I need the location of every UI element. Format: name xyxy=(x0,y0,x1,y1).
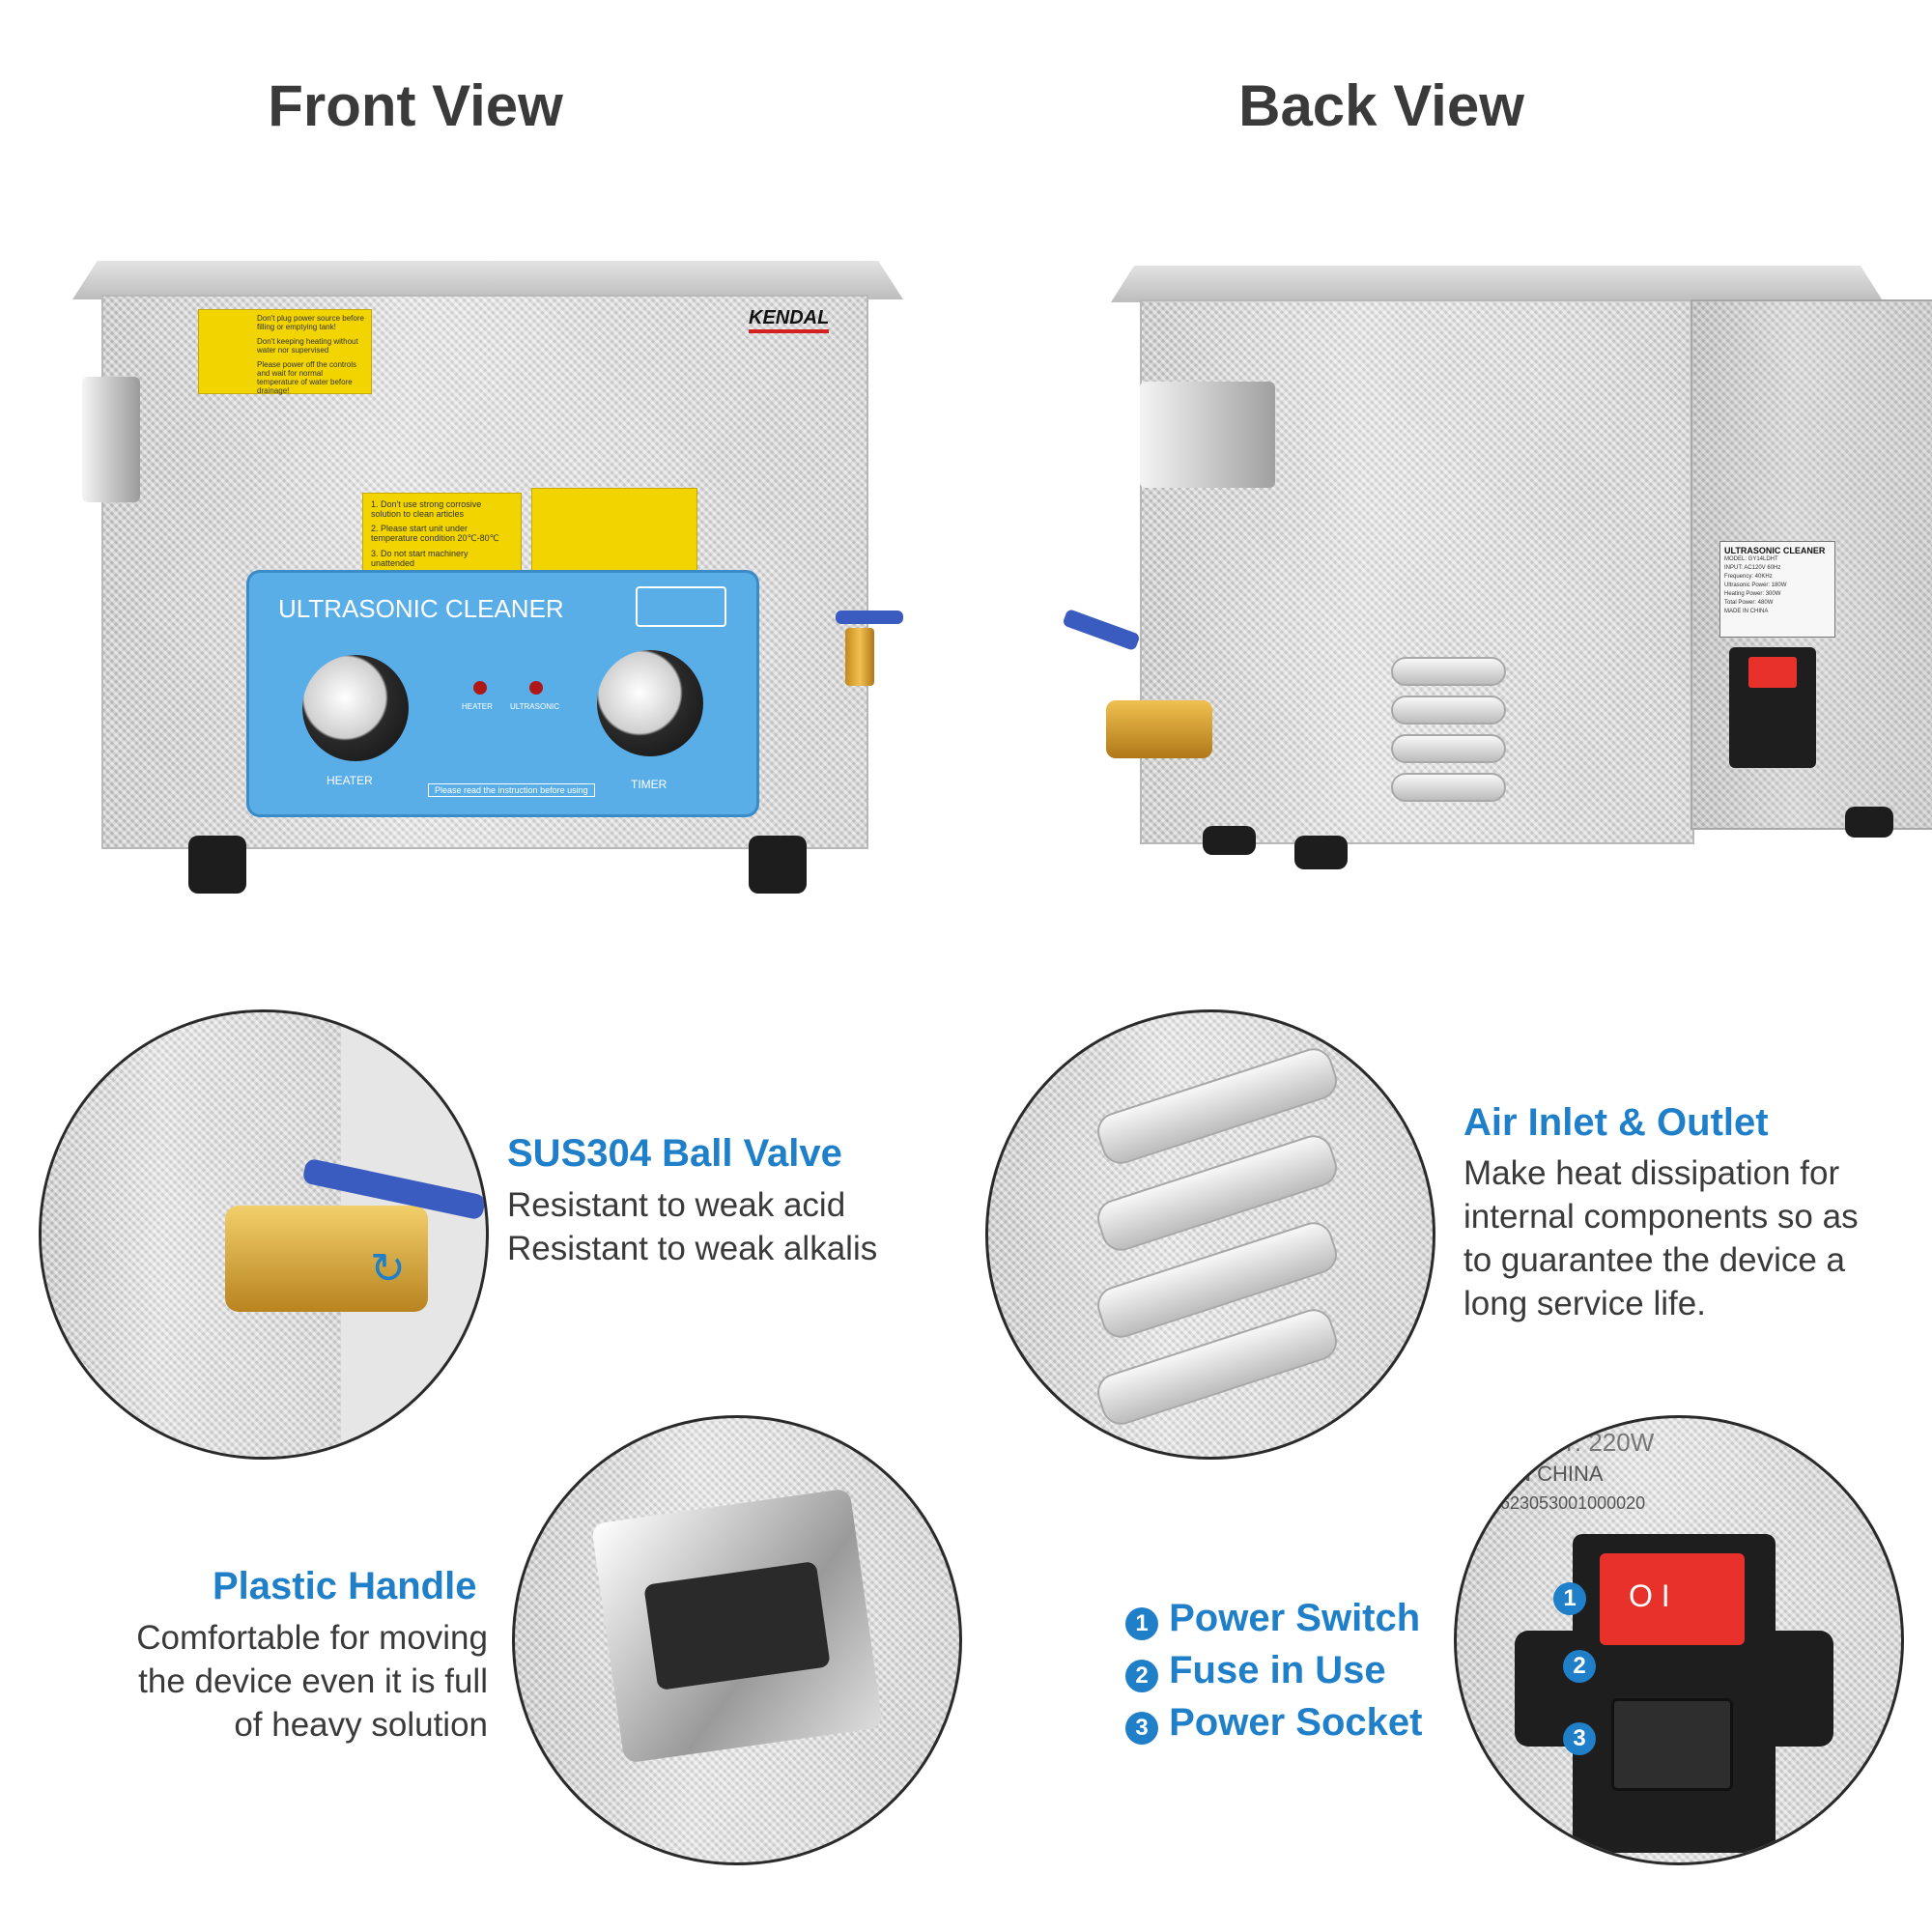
back-foot-right xyxy=(1845,807,1893,838)
timer-label: TIMER xyxy=(631,778,668,791)
warning-top-line-1: Don't plug power source before filling o… xyxy=(257,314,364,331)
back-device: ULTRASONIC CLEANER MODEL: GY14LDHT INPUT… xyxy=(1062,256,1932,913)
rating-line-1: MODEL: GY14LDHT xyxy=(1724,556,1778,562)
warning-left-line-1: 1. Don't use strong corrosive solution t… xyxy=(371,499,482,519)
closeup-text-1: wer: 220W xyxy=(1534,1428,1655,1457)
rating-line-3: Frequency: 40KHz xyxy=(1724,574,1773,580)
front-valve-lever[interactable] xyxy=(836,611,903,624)
front-device: KENDAL Don't plug power source before fi… xyxy=(72,251,903,908)
panel-title: ULTRASONIC CLEANER xyxy=(278,594,564,623)
air-feature-title: Air Inlet & Outlet xyxy=(1463,1101,1769,1144)
air-vent-closeup xyxy=(985,1009,1435,1460)
handle-closeup xyxy=(512,1415,962,1865)
warning-label-top: Don't plug power source before filling o… xyxy=(198,309,372,395)
warning-left-line-3: 3. Do not start machinery unattended xyxy=(371,549,469,568)
closeup-badge-1: 1 xyxy=(1553,1582,1586,1615)
control-panel: ULTRASONIC CLEANER HEATER HEATER ULTRASO… xyxy=(246,570,759,817)
rating-line-7: MADE IN CHINA xyxy=(1724,609,1769,614)
ultrasonic-led-label: ULTRASONIC xyxy=(510,702,559,711)
back-vent-2 xyxy=(1391,696,1506,724)
closeup-badge-3: 3 xyxy=(1563,1722,1596,1755)
timer-knob[interactable] xyxy=(597,650,703,756)
closeup-handle-grip xyxy=(643,1561,831,1690)
switch-symbols: O I xyxy=(1629,1578,1670,1613)
closeup-text-3: 1623053001000020 xyxy=(1491,1493,1646,1513)
back-foot-left xyxy=(1203,826,1256,855)
valve-feature-desc: Resistant to weak acid Resistant to weak… xyxy=(507,1186,878,1267)
power-socket-label: Power Socket xyxy=(1169,1701,1423,1744)
closeup-text-2: IN CHINA xyxy=(1510,1462,1604,1486)
rating-line-2: INPUT: AC120V 60Hz xyxy=(1724,565,1781,571)
rating-line-5: Heating Power: 300W xyxy=(1724,591,1781,597)
back-view-title: Back View xyxy=(1238,73,1524,138)
power-list-item-3: 3 Power Socket xyxy=(1125,1696,1422,1748)
warning-label-right xyxy=(531,488,697,582)
warning-top-line-3: Please power off the controls and wait f… xyxy=(257,360,357,395)
power-badge-3: 3 xyxy=(1125,1712,1158,1745)
power-switch-label: Power Switch xyxy=(1169,1597,1421,1639)
rating-label: ULTRASONIC CLEANER MODEL: GY14LDHT INPUT… xyxy=(1719,541,1835,638)
handle-feature-title: Plastic Handle xyxy=(213,1565,477,1607)
power-badge-2: 2 xyxy=(1125,1660,1158,1692)
closeup-handle xyxy=(590,1488,884,1764)
closeup-power-switch: O I xyxy=(1600,1553,1745,1645)
rating-line-4: Ultrasonic Power: 180W xyxy=(1724,582,1787,588)
rotate-arrow-icon: ↻ xyxy=(370,1245,406,1293)
back-handle xyxy=(1140,382,1275,488)
valve-closeup: ↻ xyxy=(39,1009,489,1460)
back-vent-1 xyxy=(1391,657,1506,686)
ultrasonic-led xyxy=(529,681,543,695)
tank-rim xyxy=(72,261,903,299)
heater-led xyxy=(473,681,487,695)
back-valve-lever[interactable] xyxy=(1062,608,1141,652)
back-vent-4 xyxy=(1391,773,1506,802)
wash-symbol-icon xyxy=(636,586,726,627)
warning-top-line-2: Don't keeping heating without water nor … xyxy=(257,337,358,355)
heater-label: HEATER xyxy=(327,774,373,787)
front-foot-left xyxy=(188,836,246,894)
warning-label-left: 1. Don't use strong corrosive solution t… xyxy=(362,493,522,580)
brass-valve-body xyxy=(225,1206,428,1312)
front-valve[interactable] xyxy=(845,628,874,686)
back-valve[interactable] xyxy=(1106,700,1212,758)
closeup-power-socket xyxy=(1611,1698,1733,1791)
back-vent-3 xyxy=(1391,734,1506,763)
back-power-switch[interactable] xyxy=(1748,657,1797,688)
power-feature-list: 1 Power Switch 2 Fuse in Use 3 Power Soc… xyxy=(1125,1592,1422,1748)
front-handle xyxy=(82,377,140,502)
back-tank-rim xyxy=(1111,266,1884,302)
closeup-badge-2: 2 xyxy=(1563,1650,1596,1683)
front-foot-right xyxy=(749,836,807,894)
panel-note: Please read the instruction before using xyxy=(428,783,595,797)
air-feature-desc: Make heat dissipation for internal compo… xyxy=(1463,1154,1859,1322)
heater-led-label: HEATER xyxy=(462,702,493,711)
back-foot-mid xyxy=(1294,836,1348,869)
fuse-label: Fuse in Use xyxy=(1169,1649,1386,1691)
power-closeup: wer: 220W IN CHINA 1623053001000020 O I … xyxy=(1454,1415,1904,1865)
power-list-item-2: 2 Fuse in Use xyxy=(1125,1644,1422,1696)
heater-knob[interactable] xyxy=(302,655,409,761)
handle-feature-desc: Comfortable for moving the device even i… xyxy=(136,1619,488,1744)
warning-left-line-2: 2. Please start unit under temperature c… xyxy=(371,524,499,543)
power-list-item-1: 1 Power Switch xyxy=(1125,1592,1422,1644)
brand-logo: KENDAL xyxy=(749,307,830,333)
power-badge-1: 1 xyxy=(1125,1607,1158,1640)
valve-feature-title: SUS304 Ball Valve xyxy=(507,1132,842,1175)
rating-line-6: Total Power: 480W xyxy=(1724,600,1774,606)
front-view-title: Front View xyxy=(268,73,563,138)
rating-label-title: ULTRASONIC CLEANER xyxy=(1724,546,1826,555)
